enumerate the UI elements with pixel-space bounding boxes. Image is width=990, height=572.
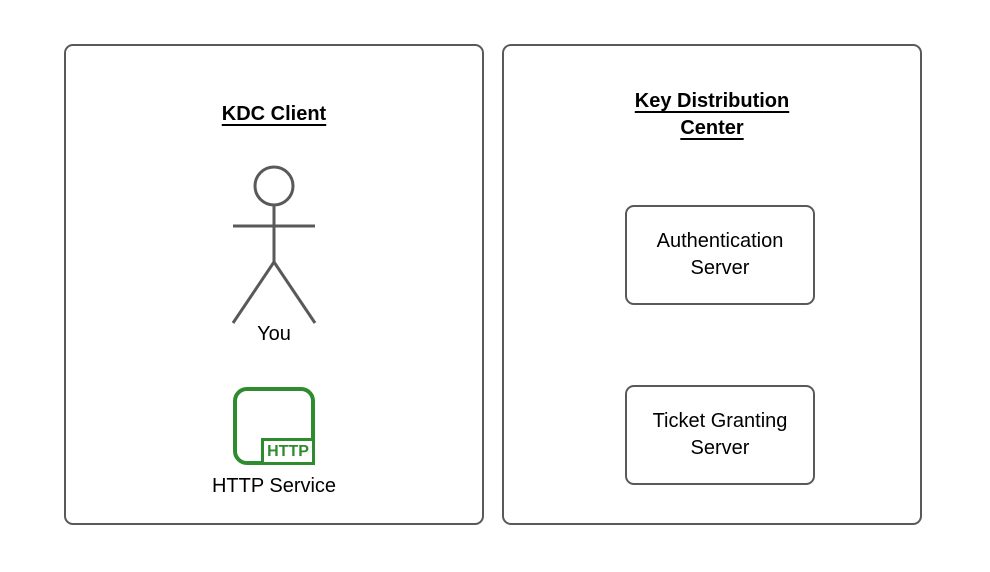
http-service-icon: HTTP xyxy=(233,387,315,465)
ticket-granting-server-label: Ticket Granting Server xyxy=(652,410,788,459)
key-distribution-center-title: Key Distribution Center xyxy=(634,90,790,139)
actor-label: You xyxy=(257,323,291,345)
authentication-server-label: Authentication Server xyxy=(656,230,784,279)
authentication-server-box: Authentication Server xyxy=(625,205,815,305)
kdc-client-title: KDC Client xyxy=(221,103,327,125)
http-badge: HTTP xyxy=(261,438,315,465)
http-service-label: HTTP Service xyxy=(211,475,337,497)
ticket-granting-server-box: Ticket Granting Server xyxy=(625,385,815,485)
stick-figure-icon xyxy=(231,165,317,324)
